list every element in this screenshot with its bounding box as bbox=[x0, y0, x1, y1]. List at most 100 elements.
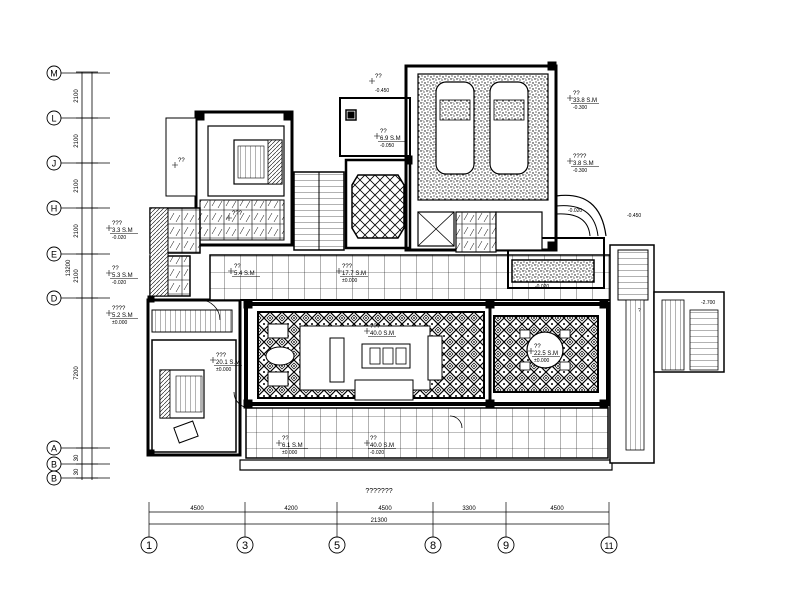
row-total-dimension: 13200 bbox=[66, 259, 72, 276]
column-dimension-4: 4500 bbox=[550, 506, 564, 512]
room-label-7: ??5.4 S.M bbox=[228, 264, 260, 277]
room-name: ???? bbox=[112, 306, 126, 312]
row-axis-2: J bbox=[46, 155, 110, 171]
column-axis-4: 9 bbox=[497, 502, 515, 554]
row-dimension-5: 7200 bbox=[74, 366, 80, 380]
room-area: 3.3 S.M bbox=[112, 228, 133, 234]
row-axis-label: E bbox=[51, 250, 57, 260]
row-dimension-6: 30 bbox=[74, 454, 80, 461]
side-table bbox=[265, 346, 295, 366]
row-axis-label: A bbox=[51, 444, 57, 454]
room-level: -0.450 bbox=[375, 88, 389, 94]
row-dimension-2: 2100 bbox=[74, 179, 80, 193]
kitchen-counter bbox=[511, 259, 595, 283]
room-label-3: ????3.8 S.M-0.300 bbox=[567, 154, 599, 174]
room-area: 5.3 S.M bbox=[112, 273, 133, 279]
column-total-dimension: 21300 bbox=[371, 518, 388, 524]
column-dimension-labels: 4500 4200 4500 3300 4500 bbox=[190, 506, 564, 512]
column-axis-2: 5 bbox=[328, 502, 346, 554]
column-dimension-1: 4200 bbox=[284, 506, 298, 512]
room-label-11: ???20.1 S.M±0.000 bbox=[210, 353, 242, 373]
room-label-2: ??33.8 S.M-0.300 bbox=[567, 91, 599, 111]
level-marker-icon bbox=[374, 133, 380, 139]
level-mark-1: -0.020 bbox=[535, 284, 549, 290]
room-name: ??? bbox=[342, 264, 353, 270]
room-name: ?? bbox=[375, 74, 382, 80]
room-level: ±0.000 bbox=[282, 450, 297, 456]
column-dimension-2: 4500 bbox=[378, 506, 392, 512]
room-level: -0.020 bbox=[370, 450, 384, 456]
level-mark-4: ? bbox=[638, 308, 641, 314]
room-level: ±0.000 bbox=[342, 278, 357, 284]
room-name: ??? bbox=[112, 221, 123, 227]
room-name: ?? bbox=[573, 91, 580, 97]
room-name: ?? bbox=[282, 436, 289, 442]
room-area: 40.0 S.M bbox=[370, 331, 394, 337]
room-level: -0.020 bbox=[112, 280, 126, 286]
column-dimension-0: 4500 bbox=[190, 506, 204, 512]
room-name: ???? bbox=[573, 154, 587, 160]
building bbox=[146, 61, 725, 471]
row-axis-label: D bbox=[51, 294, 58, 304]
room-label-15: ??? bbox=[226, 211, 243, 221]
level-marker-icon bbox=[226, 215, 232, 221]
room-area: 6.9 S.M bbox=[380, 136, 401, 142]
row-axis-0: M bbox=[46, 65, 110, 81]
axis-bubble bbox=[600, 536, 618, 554]
row-axis-1: L bbox=[46, 110, 110, 126]
curved-steps bbox=[555, 194, 607, 237]
level-marker-icon bbox=[172, 162, 178, 168]
room-label-6: ????5.2 S.M±0.000 bbox=[106, 306, 138, 326]
room-name: ??? bbox=[232, 211, 243, 217]
armchair bbox=[173, 420, 199, 444]
room-label-5: ??5.3 S.M-0.020 bbox=[106, 266, 138, 286]
room-name: ?? bbox=[178, 158, 185, 164]
room-name: ??? bbox=[216, 353, 227, 359]
column-axis-0: 1 bbox=[140, 502, 158, 554]
room-area: 5.2 S.M bbox=[112, 313, 133, 319]
level-marker-icon bbox=[369, 78, 375, 84]
level-marker-icon bbox=[276, 440, 282, 446]
row-dimension-4: 2100 bbox=[74, 269, 80, 283]
column-axis-label: 5 bbox=[334, 540, 340, 552]
level-marker-icon bbox=[567, 95, 573, 101]
level-marker-icon bbox=[106, 225, 112, 231]
room-area: 33.8 S.M bbox=[573, 98, 597, 104]
row-axis-8: B bbox=[46, 470, 110, 486]
column-axis-3: 8 bbox=[424, 502, 442, 554]
row-axis-3: H bbox=[46, 200, 110, 216]
room-area: 6.1 S.M bbox=[282, 443, 303, 449]
row-dimension-0: 2100 bbox=[74, 89, 80, 103]
sofa-left bbox=[329, 337, 345, 383]
row-axis-label: B bbox=[51, 474, 57, 484]
row-axis-7: B bbox=[46, 456, 110, 472]
outer-wall-south bbox=[239, 459, 613, 471]
level-marker-icon bbox=[336, 268, 342, 274]
row-axis-label: H bbox=[51, 204, 58, 214]
level-marker-icon bbox=[528, 348, 534, 354]
room-label-10: ??22.5 S.M±0.000 bbox=[528, 344, 560, 364]
row-dimension-7: 30 bbox=[74, 468, 80, 475]
room-area: 5.4 S.M bbox=[234, 271, 255, 277]
room-label-1: ??6.9 S.M-0.050 bbox=[374, 129, 406, 149]
level-marks: -0.450-0.020-2.700-0.020? bbox=[535, 208, 715, 314]
room-name: ?? bbox=[380, 129, 387, 135]
level-mark-2: -2.700 bbox=[701, 300, 715, 306]
room-label-14: ?? bbox=[172, 158, 185, 168]
sofa bbox=[354, 379, 414, 401]
room-level: ±0.000 bbox=[112, 320, 127, 326]
column-dimension-3: 3300 bbox=[462, 506, 476, 512]
upper-closet bbox=[165, 117, 197, 197]
row-axis-label: J bbox=[52, 159, 57, 169]
room-label-0: ?? -0.450 bbox=[369, 74, 389, 94]
plan-title: ??????? bbox=[365, 488, 392, 495]
axis-bubble bbox=[236, 536, 254, 554]
level-mark-3: -0.020 bbox=[568, 208, 582, 214]
column-axis-1: 3 bbox=[236, 502, 254, 554]
room-area: 20.1 S.M bbox=[216, 360, 240, 366]
room-name: ?? bbox=[112, 266, 119, 272]
room-labels: ?? -0.450 ??6.9 S.M-0.050 ??33.8 S.M-0.300?… bbox=[106, 74, 599, 456]
level-marker-icon bbox=[106, 270, 112, 276]
level-marker-icon bbox=[210, 357, 216, 363]
